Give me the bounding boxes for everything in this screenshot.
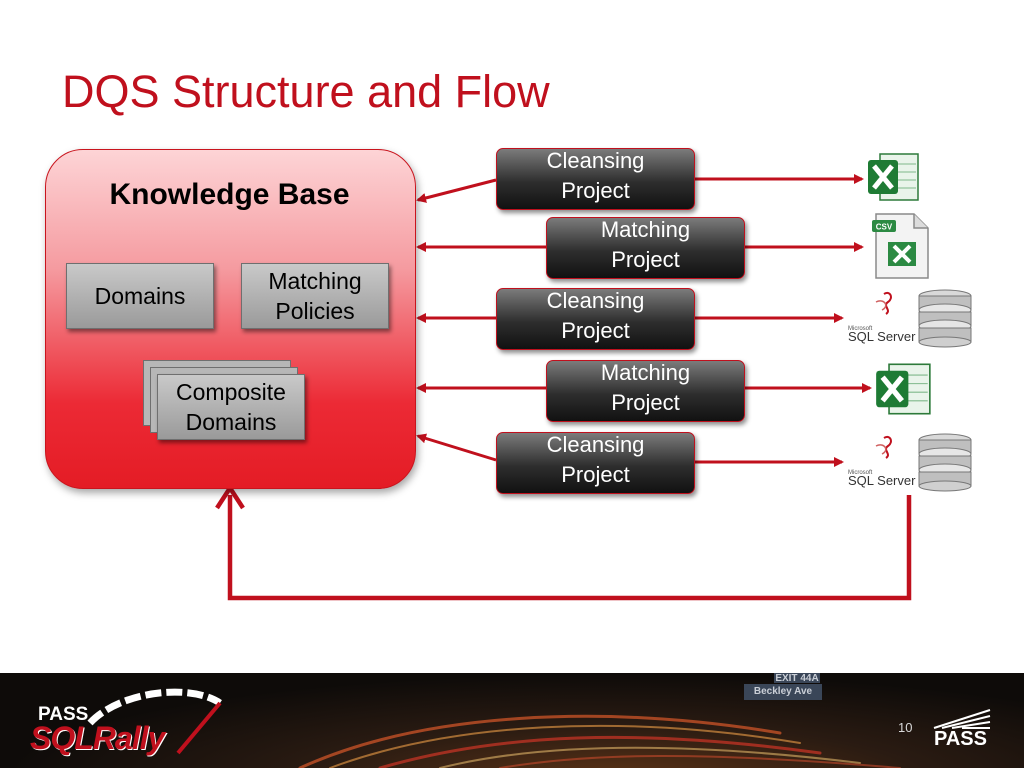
project-1-line2: Project [561,178,630,203]
footer-light-streaks [298,714,901,768]
composite-domains-line2: Domains [185,409,277,435]
svg-text:Microsoft: Microsoft [848,470,873,476]
matching-policies-line2: Policies [275,298,355,324]
project-3-line1: Cleansing [546,288,645,313]
domains-box: Domains [66,263,214,329]
sql-server-icon: Microsoft SQL Server [848,289,972,348]
page-title: DQS Structure and Flow [62,66,550,117]
feedback-loop-arrow [227,495,912,601]
svg-text:SQL Server: SQL Server [848,329,916,344]
matching-policies-box: Matching Policies [241,263,389,329]
project-2-line1: Matching [600,217,691,242]
csv-icon: CSV [872,213,929,279]
pass-logo-mark [933,709,991,729]
excel-icon [868,153,919,201]
project-2-line2: Project [611,247,680,272]
svg-text:Microsoft: Microsoft [848,326,873,332]
svg-text:SQL Server: SQL Server [848,473,916,488]
sqlrally-logo-text: SQLRally [30,720,165,756]
arrow-to-kb-1 [416,178,497,203]
sql-server-icon: Microsoft SQL Server [848,433,972,492]
project-5-line1: Cleansing [546,432,645,457]
knowledge-base-title: Knowledge Base [109,178,350,211]
project-5-line2: Project [561,462,630,487]
road-sign-top-text: EXIT 44A [775,673,819,684]
feedback-arrowhead [215,486,245,510]
excel-icon [876,363,931,415]
composite-domains-box: Composite Domains [157,374,305,440]
composite-domains-line1: Composite [176,379,286,405]
project-3-line2: Project [561,318,630,343]
sqlrally-logo-pass: PASS [38,704,89,725]
project-4-line1: Matching [600,360,691,385]
project-1-line1: Cleansing [546,148,645,173]
domains-label: Domains [94,283,186,309]
road-sign: Beckley Ave [744,684,822,700]
project-4-line2: Project [611,390,680,415]
page-number: 10 [898,720,913,735]
matching-policies-line1: Matching [268,268,362,294]
pass-logo-text: PASS [934,728,987,750]
road-sign-top: EXIT 44A [774,673,820,684]
csv-badge: CSV [876,223,893,232]
road-sign-text: Beckley Ave [753,686,813,697]
sqlrally-logo-arc [87,688,222,755]
arrow-to-kb-5 [416,433,497,462]
